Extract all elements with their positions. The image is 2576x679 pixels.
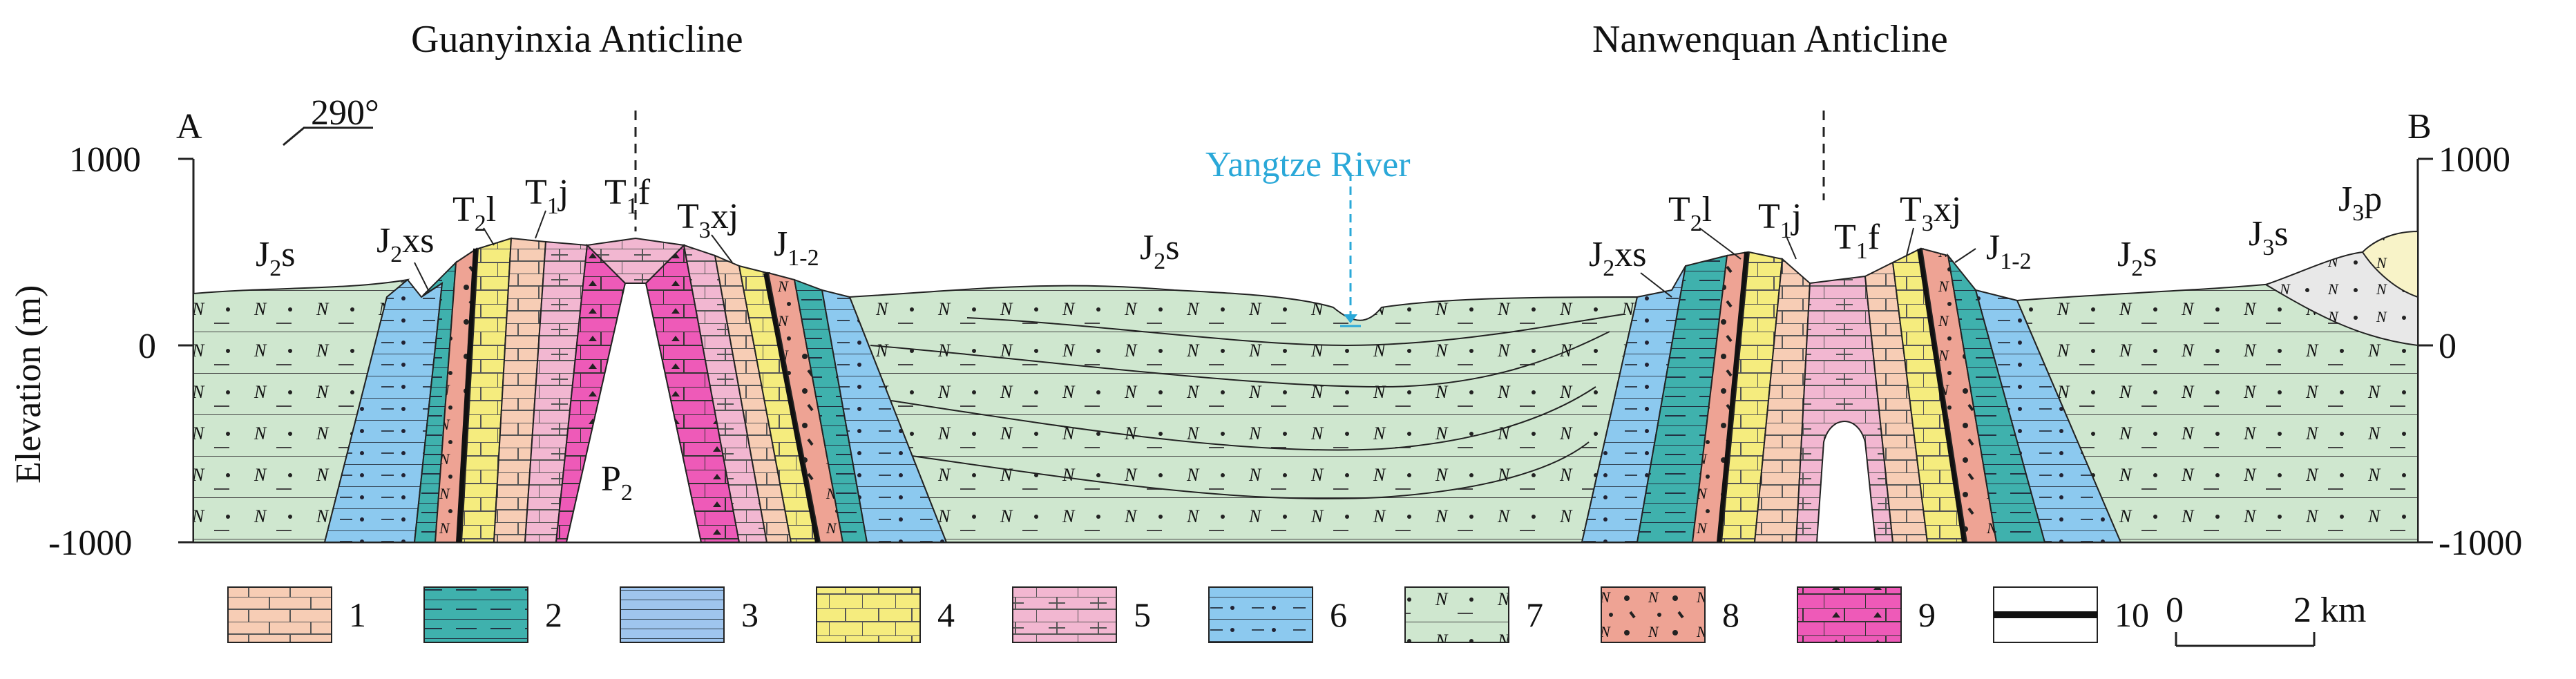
legend-number-2: 2 (545, 595, 562, 634)
legend-swatch-7 (1404, 586, 1509, 643)
section-start-label: A (176, 107, 202, 146)
legend-number-10: 10 (2115, 595, 2149, 634)
legend-number-5: 5 (1134, 595, 1151, 634)
svg-text:T2l: T2l (1668, 190, 1712, 236)
tick-left-neg1000: -1000 (48, 524, 132, 563)
legend-swatch-8 (1601, 586, 1706, 643)
svg-text:J2xs: J2xs (376, 221, 435, 267)
y-axis-label: Elevation (m) (9, 285, 48, 484)
azimuth-label: 290° (311, 93, 379, 133)
section-end-label: B (2407, 107, 2432, 146)
unit-crest-cap (585, 237, 686, 284)
syncline-bedding (870, 314, 1624, 499)
svg-text:J2xs: J2xs (1589, 235, 1647, 281)
tick-right-neg1000: -1000 (2439, 524, 2522, 563)
legend-swatch-3 (620, 586, 725, 643)
river-marker (1340, 173, 1361, 327)
tick-left-0: 0 (138, 327, 156, 366)
unit-shale-left (413, 260, 457, 543)
legend-swatch-1 (227, 586, 332, 643)
fault-line-east-left (1717, 251, 1751, 543)
legend-swatch-9 (1797, 586, 1902, 643)
legend-swatch-6 (1208, 586, 1313, 643)
legend-number-4: 4 (937, 595, 955, 634)
fault-line-east-right (1917, 248, 1969, 543)
legend-swatch-2 (423, 586, 528, 643)
scale-km: 2 km (2293, 591, 2366, 630)
legend-number-1: 1 (349, 595, 366, 634)
scale-zero: 0 (2166, 591, 2184, 630)
svg-text:T1j: T1j (1758, 197, 1802, 243)
svg-text:J1-2: J1-2 (774, 224, 819, 271)
svg-text:T1f: T1f (1834, 218, 1880, 264)
svg-text:J2s: J2s (2117, 235, 2157, 281)
svg-text:J3p: J3p (2338, 180, 2382, 226)
fault-line-right-1 (763, 272, 822, 543)
tick-left-1000: 1000 (69, 140, 141, 180)
svg-text:J2s: J2s (256, 235, 296, 281)
svg-text:T1j: T1j (525, 173, 569, 219)
svg-text:T3xj: T3xj (1900, 190, 1961, 236)
unit-east-core-white (1815, 421, 1877, 543)
scale-bar: 0 2 km (2166, 591, 2366, 647)
svg-text:J2s: J2s (1140, 228, 1180, 274)
leader-lines (414, 210, 1976, 298)
legend-swatch-4 (816, 586, 921, 643)
azimuth-indicator: 290° (283, 93, 379, 146)
legend-number-9: 9 (1918, 595, 1936, 634)
legend-number-6: 6 (1330, 595, 1347, 634)
left-anticline-title: Guanyinxia Anticline (411, 18, 743, 61)
unit-j3p-east (2361, 230, 2418, 298)
unit-j2s-central (848, 285, 1639, 543)
legend-number-3: 3 (741, 595, 759, 634)
formation-labels: J2s J2xs T2l T1j T1f T3xj J1-2 P2 J2s J2… (256, 173, 2382, 506)
svg-text:J3s: J3s (2249, 214, 2289, 260)
svg-text:T1f: T1f (604, 173, 651, 219)
tick-right-1000: 1000 (2439, 140, 2510, 180)
fault-line-left (456, 248, 480, 543)
legend-number-8: 8 (1722, 595, 1739, 634)
svg-text:T2l: T2l (452, 190, 496, 236)
svg-text:J1-2: J1-2 (1986, 228, 2032, 274)
legend-number-7: 7 (1526, 595, 1543, 634)
tick-right-0: 0 (2439, 327, 2456, 366)
river-label: Yangtze River (1205, 145, 1411, 184)
svg-text:T3xj: T3xj (677, 197, 738, 243)
svg-text:P2: P2 (601, 459, 633, 506)
legend: 1 2 3 4 5 6 7 8 9 10 (227, 586, 2149, 643)
legend-swatch-5 (1012, 586, 1117, 643)
right-anticline-title: Nanwenquan Anticline (1592, 18, 1948, 61)
